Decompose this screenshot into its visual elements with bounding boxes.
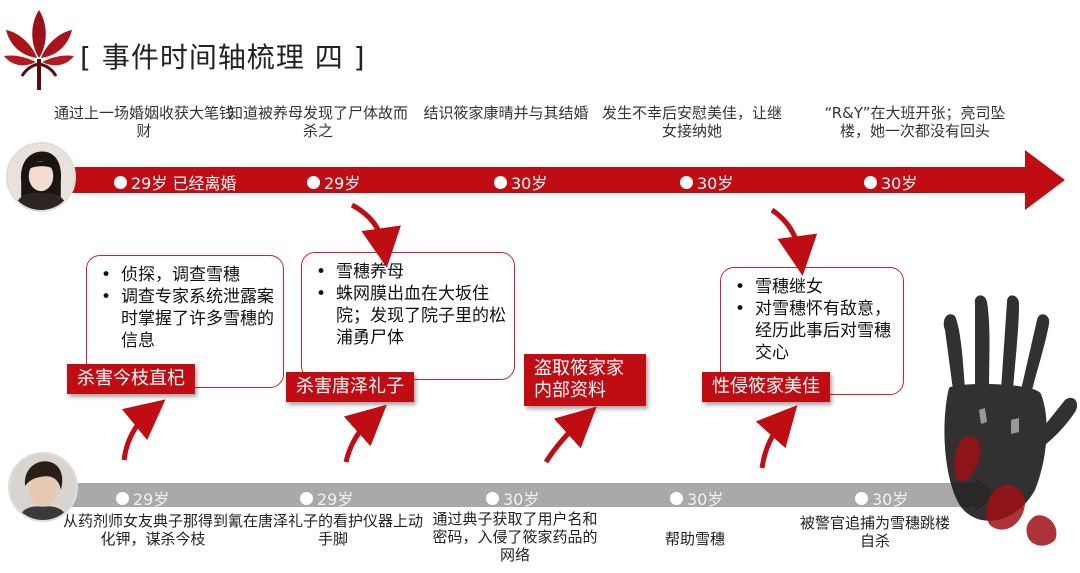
top-age-tick: 29岁	[307, 170, 360, 194]
top-event-description: “R&Y”在大班开张；亮司坠楼，她一次都没有回头	[824, 104, 1006, 140]
bullet-item: 蛛网膜出血在大坂住院；发现了院子里的松浦勇尸体	[312, 283, 506, 349]
timeline-dot-icon	[300, 491, 313, 505]
ryoji-avatar	[8, 452, 78, 522]
top-age-tick: 30岁	[494, 170, 547, 194]
timeline-dot-icon	[486, 491, 499, 505]
bottom-event-description: 从药剂师女友典子那得到氰化钾，谋杀今枝	[62, 512, 243, 548]
timeline-dot-icon	[680, 175, 693, 189]
page-title: [ 事件时间轴梳理 四 ]	[80, 41, 366, 74]
label-assault-mika: 性侵筱家美佳	[702, 372, 830, 402]
top-age-tick: 30岁	[864, 170, 917, 194]
bullet-item: 对雪穗怀有敌意，经历此事后对雪穗交心	[731, 298, 895, 364]
bullet-item: 侦探，调查雪穗	[97, 264, 275, 286]
timeline-dot-icon	[114, 175, 127, 189]
bottom-age-tick: 30岁	[855, 486, 908, 510]
bottom-event-description: 被警官追捕为雪穗跳楼自杀	[800, 514, 951, 550]
handprint-decoration-icon	[943, 295, 1078, 546]
top-event-description: 发生不幸后安慰美佳，让继女接纳她	[602, 104, 783, 140]
top-age-tick: 29岁 已经离婚	[114, 170, 236, 194]
bottom-event-description: 通过典子获取了用户名和密码，入侵了筱家药品的网络	[432, 510, 598, 564]
label-kill-karasawa: 杀害唐泽礼子	[286, 372, 414, 402]
bottom-event-description: 帮助雪穗	[664, 530, 725, 548]
label-kill-imaeda: 杀害今枝直杞	[67, 364, 195, 394]
bottom-timeline-arrow	[40, 478, 1000, 512]
timeline-dot-icon	[855, 491, 868, 505]
timeline-dot-icon	[864, 175, 877, 189]
bottom-age-tick: 30岁	[670, 486, 723, 510]
timeline-dot-icon	[116, 491, 129, 505]
top-timeline-arrow	[40, 150, 1065, 210]
yukiho-avatar	[6, 142, 76, 212]
bullet-item: 雪穗继女	[731, 276, 895, 298]
bottom-event-description: 在唐泽礼子的看护仪器上动手脚	[242, 512, 423, 548]
bullet-item: 雪穗养母	[312, 261, 506, 283]
top-age-tick: 30岁	[680, 170, 733, 194]
event-box-investigator: 侦探，调查雪穗 调查专家系统泄露案时掌握了许多雪穗的信息	[86, 255, 284, 388]
tree-logo-icon	[4, 10, 74, 90]
bottom-age-tick: 30岁	[486, 486, 539, 510]
top-event-description: 结识筱家康晴并与其结婚	[423, 104, 589, 122]
bottom-age-tick: 29岁	[300, 486, 353, 510]
bottom-age-tick: 29岁	[116, 486, 169, 510]
timeline-dot-icon	[494, 175, 507, 189]
timeline-dot-icon	[307, 175, 320, 189]
top-event-description: 通过上一场婚姻收获大笔钱财	[54, 104, 235, 140]
label-steal-data: 盗取筱家家内部资料	[524, 354, 646, 406]
top-event-description: 知道被养母发现了尸体故而杀之	[228, 104, 409, 140]
bullet-item: 调查专家系统泄露案时掌握了许多雪穗的信息	[97, 286, 275, 352]
event-box-adoptive-mother: 雪穗养母 蛛网膜出血在大坂住院；发现了院子里的松浦勇尸体	[301, 252, 515, 380]
timeline-dot-icon	[670, 491, 683, 505]
